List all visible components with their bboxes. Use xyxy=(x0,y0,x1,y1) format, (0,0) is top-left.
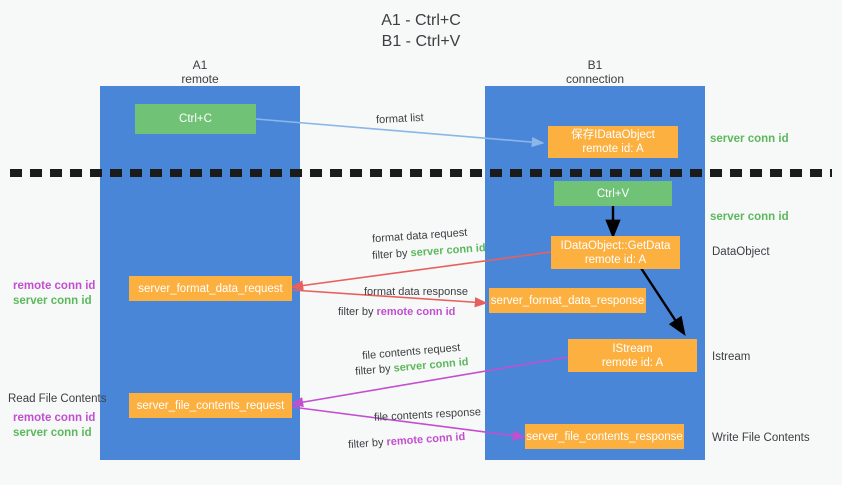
box-getdata-line1: IDataObject::GetData xyxy=(560,239,671,252)
box-ctrl-c-label: Ctrl+C xyxy=(179,113,212,125)
left-label-server-conn-id-2: server conn id xyxy=(13,427,92,439)
right-label-dataobject: DataObject xyxy=(712,246,770,258)
lane-header-b1: B1 connection xyxy=(485,58,705,86)
filter-value-remote-conn-id: remote conn id xyxy=(386,430,466,449)
title-line-1: A1 - Ctrl+C xyxy=(381,12,461,29)
filter-value-server-conn-id: server conn id xyxy=(410,242,486,260)
box-istream-line1: IStream xyxy=(612,342,653,355)
filter-prefix: filter by xyxy=(371,247,411,262)
box-istream-line2: remote id: A xyxy=(601,356,664,369)
filter-prefix: filter by xyxy=(347,436,387,452)
box-server-file-contents-response[interactable]: server_file_contents_response xyxy=(525,424,684,449)
label-format-data-response-filter: filter by remote conn id xyxy=(338,305,455,319)
left-label-server-conn-id-1: server conn id xyxy=(13,295,92,307)
label-file-contents-response-filter: filter by remote conn id xyxy=(348,430,466,452)
label-format-list: format list xyxy=(375,111,424,127)
phase-divider xyxy=(10,169,832,177)
box-istream[interactable]: IStream remote id: A xyxy=(568,339,697,372)
title-line-2: B1 - Ctrl+V xyxy=(381,33,461,50)
box-server-format-data-response[interactable]: server_format_data_response xyxy=(489,288,646,313)
filter-value-remote-conn-id: remote conn id xyxy=(376,306,456,318)
box-getdata-line2: remote id: A xyxy=(584,253,647,266)
box-server-file-contents-request[interactable]: server_file_contents_request xyxy=(129,393,292,418)
box-ctrl-v[interactable]: Ctrl+V xyxy=(554,181,672,206)
diagram-title: A1 - Ctrl+C B1 - Ctrl+V xyxy=(0,10,842,52)
box-server-format-data-request-label: server_format_data_request xyxy=(138,282,283,295)
filter-prefix: filter by xyxy=(338,306,377,318)
lane-b1-name: B1 xyxy=(587,58,603,72)
right-label-server-conn-id-1: server conn id xyxy=(710,133,789,145)
box-ctrl-v-label: Ctrl+V xyxy=(596,187,630,200)
label-file-contents-response: file contents response xyxy=(373,406,482,424)
box-idataobject-top-line2: remote id: A xyxy=(582,143,644,155)
box-idataobject-top-line1: 保存IDataObject xyxy=(571,129,655,141)
left-label-read-file-contents: Read File Contents xyxy=(8,393,107,405)
label-format-data-response: format data response xyxy=(364,286,468,298)
left-label-remote-conn-id-1: remote conn id xyxy=(13,280,96,292)
lane-a1-subtitle: remote xyxy=(181,72,219,86)
box-server-file-contents-response-label: server_file_contents_response xyxy=(526,430,683,443)
box-idataobject-top[interactable]: 保存IDataObject remote id: A xyxy=(548,126,678,158)
filter-prefix: filter by xyxy=(354,362,395,378)
box-server-format-data-request[interactable]: server_format_data_request xyxy=(129,276,292,301)
box-ctrl-c[interactable]: Ctrl+C xyxy=(135,104,256,134)
lane-a1-name: A1 xyxy=(192,58,208,72)
right-label-istream: Istream xyxy=(712,351,751,363)
box-server-format-data-response-label: server_format_data_response xyxy=(490,294,645,307)
right-label-server-conn-id-2: server conn id xyxy=(710,211,789,223)
left-label-remote-conn-id-2: remote conn id xyxy=(13,412,96,424)
box-idataobject-getdata[interactable]: IDataObject::GetData remote id: A xyxy=(551,236,680,269)
lane-b1-subtitle: connection xyxy=(565,72,625,86)
lane-header-a1: A1 remote xyxy=(100,58,300,86)
box-server-file-contents-request-label: server_file_contents_request xyxy=(136,399,285,412)
right-label-write-file-contents: Write File Contents xyxy=(712,432,810,444)
